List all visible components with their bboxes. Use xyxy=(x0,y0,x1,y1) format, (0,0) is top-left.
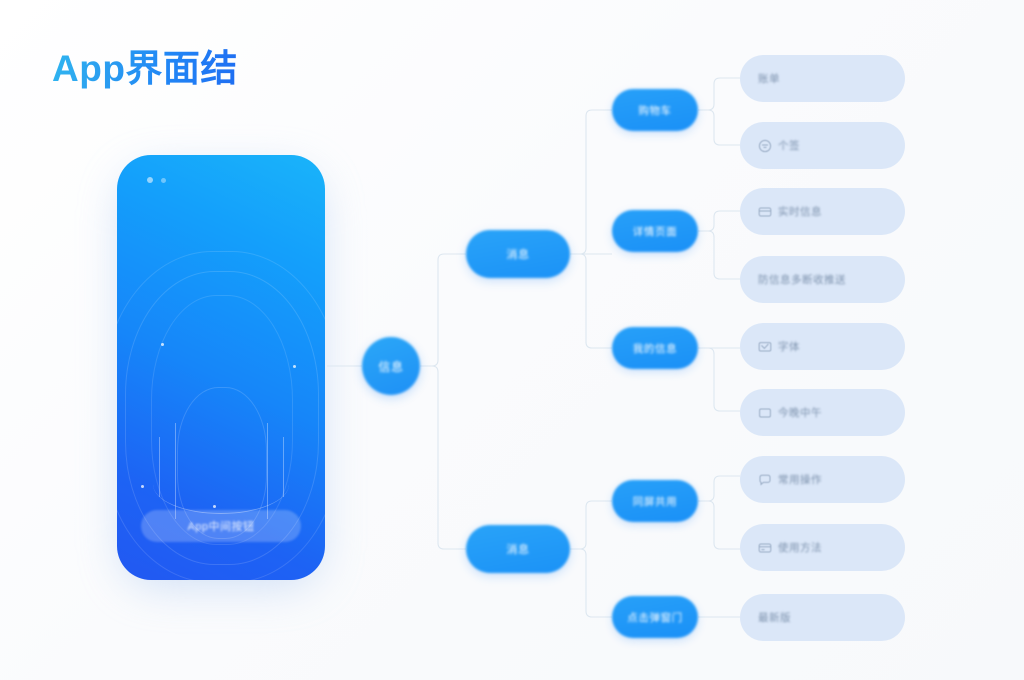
link-b1-c1 xyxy=(570,109,612,255)
leaf-item[interactable]: 今晚中午 xyxy=(740,389,905,436)
spark-dot-icon xyxy=(293,365,296,368)
node-root[interactable]: 信息 xyxy=(362,337,420,395)
link-c2-leaf1 xyxy=(698,210,740,232)
leaf-item[interactable]: 使用方法 xyxy=(740,524,905,571)
leaf-item[interactable]: 最新版 xyxy=(740,594,905,641)
chat-icon xyxy=(758,473,772,486)
spark-dot-icon xyxy=(141,485,144,488)
link-b2-c2 xyxy=(570,548,612,618)
link-c3-leaf2 xyxy=(698,347,740,412)
link-root-b1 xyxy=(420,253,466,367)
node-branch-1[interactable]: 消息 xyxy=(466,230,570,278)
node-child-1-1[interactable]: 购物车 xyxy=(612,89,698,131)
circle-icon xyxy=(758,139,772,153)
link-root-b2 xyxy=(420,365,466,550)
leaf-label: 字体 xyxy=(778,341,800,353)
leaf-label: 实时信息 xyxy=(778,206,822,218)
leaf-item[interactable]: 实时信息 xyxy=(740,188,905,235)
node-child-2-2[interactable]: 点击弹窗门 xyxy=(612,596,698,638)
node-child-1-2[interactable]: 详情页面 xyxy=(612,210,698,252)
leaf-item[interactable]: 防信息多断收推送 xyxy=(740,256,905,303)
phone-screen: App中间按钮 xyxy=(117,155,325,580)
sensor-dot-icon xyxy=(161,177,166,183)
link-c1-leaf2 xyxy=(698,109,740,146)
node-branch-2[interactable]: 消息 xyxy=(466,525,570,573)
node-child-2-1[interactable]: 同屏共用 xyxy=(612,480,698,522)
leaf-label: 最新版 xyxy=(758,612,791,624)
leaf-label: 个签 xyxy=(778,140,800,152)
spark-dot-icon xyxy=(213,505,216,508)
leaf-label: 防信息多断收推送 xyxy=(758,274,846,286)
camera-dot-icon xyxy=(147,177,153,183)
leaf-label: 今晚中午 xyxy=(778,407,822,419)
link-c2-leaf2 xyxy=(698,230,740,280)
link-c4-leaf1 xyxy=(698,475,740,502)
phone-sensor-group xyxy=(147,177,166,183)
screen-icon xyxy=(758,340,772,353)
leaf-item[interactable]: 个签 xyxy=(740,122,905,169)
link-c4-leaf2 xyxy=(698,500,740,550)
decorative-arc xyxy=(153,455,289,514)
leaf-label: 常用操作 xyxy=(778,474,822,486)
card-icon xyxy=(758,541,772,554)
leaf-label: 账单 xyxy=(758,73,780,85)
leaf-item[interactable]: 常用操作 xyxy=(740,456,905,503)
link-c1-leaf1 xyxy=(698,77,740,111)
spark-dot-icon xyxy=(161,343,164,346)
link-b1-c3 xyxy=(570,253,612,349)
link-b2-c1 xyxy=(570,500,612,550)
node-child-1-3[interactable]: 我的信息 xyxy=(612,327,698,369)
leaf-label: 使用方法 xyxy=(778,542,822,554)
square-icon xyxy=(758,406,772,419)
card-icon xyxy=(758,205,772,218)
page-title: App界面结 xyxy=(52,38,238,92)
phone-mockup: App中间按钮 xyxy=(117,155,325,585)
leaf-item[interactable]: 账单 xyxy=(740,55,905,102)
leaf-item[interactable]: 字体 xyxy=(740,323,905,370)
phone-cta-button[interactable]: App中间按钮 xyxy=(141,510,301,542)
